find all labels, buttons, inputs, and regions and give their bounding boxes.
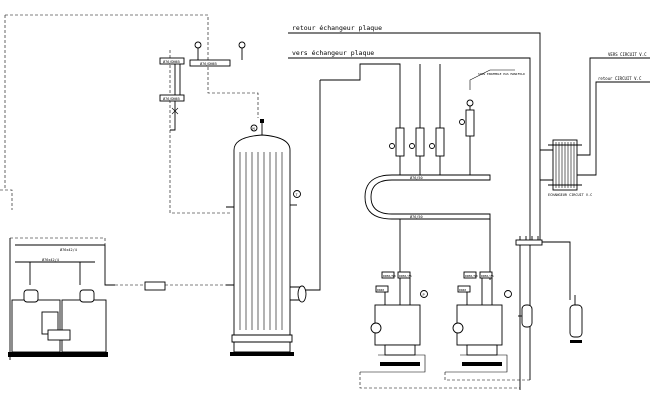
distribution-manifold (515, 236, 571, 390)
tank-thermometer-icon (293, 190, 301, 198)
svg-text:Ø76x42/4: Ø76x42/4 (42, 257, 59, 262)
valve-stack-1 (395, 127, 405, 157)
manifold-small-top (159, 57, 185, 65)
vers-echangeur-plaque-line: vers échangeur plaque (288, 49, 531, 291)
svg-text:Ø76/DN65: Ø76/DN65 (200, 61, 217, 66)
svg-text:Ø76/50: Ø76/50 (410, 175, 423, 180)
top-dashed-return-line (0, 14, 259, 210)
dryer-unit-left: Ø76x42/4 Ø76x42/4 (8, 237, 115, 360)
dryer-to-tank-line (115, 281, 226, 291)
svg-text:Ø76/50: Ø76/50 (410, 214, 423, 219)
tank-gauge-icon (250, 124, 258, 132)
svg-text:VERS CIRCUIT V.C: VERS CIRCUIT V.C (608, 52, 647, 57)
expansion-vessel-2 (569, 295, 583, 343)
valve-icon (171, 107, 179, 115)
svg-text:retour CIRCUIT V.C: retour CIRCUIT V.C (598, 76, 642, 81)
boiler-1: DN50/50 DN50/76 DN40 P (360, 270, 428, 373)
svg-text:DN40: DN40 (459, 288, 466, 292)
label-retour-plaque: retour échangeur plaque (292, 24, 382, 32)
dryer-vessel-1 (11, 299, 61, 353)
boiler-2: DN50/50 DN50/76 DN40 (445, 270, 512, 373)
manifold-small-mid (159, 94, 185, 102)
svg-text:M: M (253, 127, 255, 131)
expansion-vessel-1 (518, 304, 533, 328)
svg-text:SOUS ENSEMBLE PAS MANIFOLD: SOUS ENSEMBLE PAS MANIFOLD (478, 72, 525, 76)
boiler-body-2 (456, 304, 503, 346)
valve-stack-2 (415, 127, 425, 157)
pressure-gauge-icon (194, 41, 202, 49)
svg-text:DN40: DN40 (377, 288, 384, 292)
svg-text:ECHANGEUR CIRCUIT V.C: ECHANGEUR CIRCUIT V.C (548, 193, 592, 197)
retour-echangeur-plaque-line: retour échangeur plaque (288, 24, 541, 240)
svg-text:DN50/50: DN50/50 (383, 274, 396, 278)
boiler-body-1 (374, 304, 421, 346)
valve-stack-3 (435, 127, 445, 157)
svg-text:Ø76x42/4: Ø76x42/4 (60, 247, 77, 252)
top-valve-assembly: Ø76/DN65 Ø76/DN65 Ø76/DN65 (159, 41, 246, 214)
storage-tank: M T (226, 119, 307, 356)
manifold-small-right (189, 59, 231, 67)
filter-icon (144, 281, 166, 291)
svg-text:DN50/76: DN50/76 (481, 274, 494, 278)
bottom-return-line (359, 372, 530, 389)
thermometer-icon (238, 41, 246, 49)
dryer-vessel-2 (61, 299, 107, 353)
u-manifold: Ø76/50 Ø76/50 SOUS ENSEMBLE PAS MANIFOLD (364, 69, 525, 270)
svg-text:Ø76/DN65: Ø76/DN65 (163, 96, 180, 101)
svg-text:DN50/50: DN50/50 (465, 274, 478, 278)
label-vers-plaque: vers échangeur plaque (292, 49, 374, 57)
svg-text:P: P (423, 293, 425, 297)
svg-text:Ø76/DN65: Ø76/DN65 (163, 59, 180, 64)
heat-exchanger-circuit: ECHANGEUR CIRCUIT V.C VERS CIRCUIT V.C r… (540, 52, 650, 197)
svg-text:T: T (296, 193, 299, 197)
svg-text:DN50/76: DN50/76 (399, 274, 412, 278)
